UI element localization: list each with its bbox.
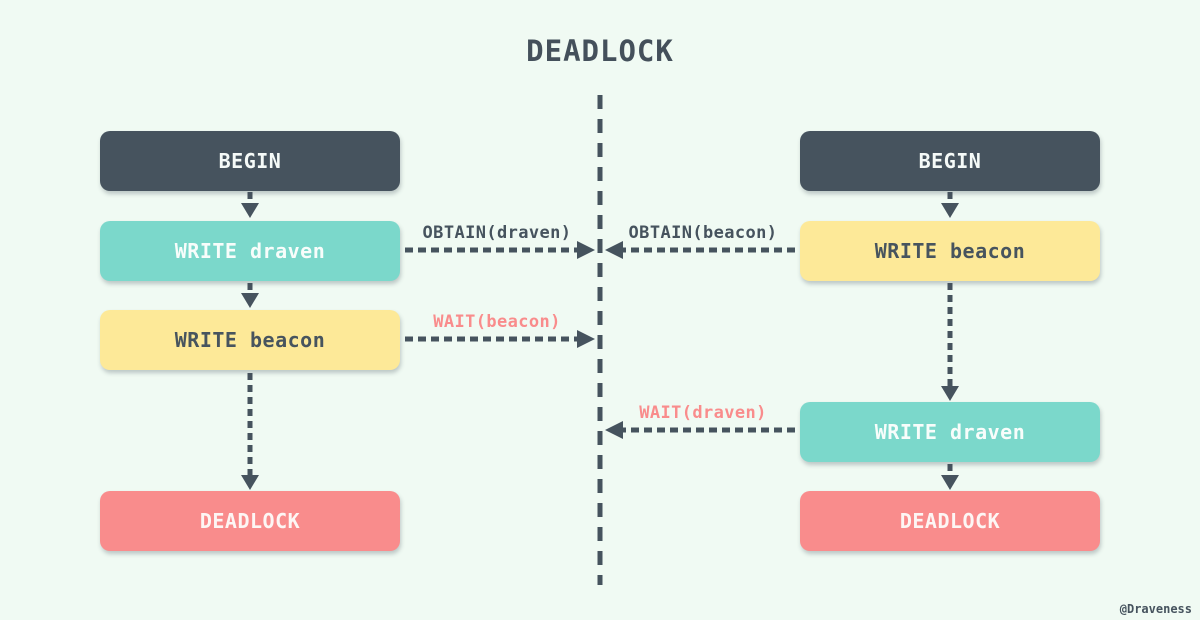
arrow-left-write-draven-to-write-beacon	[241, 283, 259, 308]
wait-beacon-label: WAIT(beacon)	[433, 312, 561, 332]
arrow-wait-draven	[605, 421, 795, 439]
page-title: DEADLOCK	[526, 34, 674, 68]
obtain-beacon-label: OBTAIN(beacon)	[628, 223, 778, 243]
arrow-wait-beacon	[405, 330, 595, 348]
watermark-credit: @Draveness	[1119, 602, 1192, 616]
obtain-draven-label: OBTAIN(draven)	[422, 223, 572, 243]
left-write-beacon-node: WRITE beacon	[100, 310, 400, 370]
arrow-obtain-beacon	[605, 241, 795, 259]
arrow-left-write-beacon-to-deadlock	[241, 373, 259, 490]
right-write-beacon-node: WRITE beacon	[800, 221, 1100, 281]
right-write-draven-node: WRITE draven	[800, 402, 1100, 462]
right-begin-node: BEGIN	[800, 131, 1100, 191]
right-deadlock-node: DEADLOCK	[800, 491, 1100, 551]
arrow-right-begin-to-write-beacon	[941, 192, 959, 218]
arrow-right-write-beacon-to-write-draven	[941, 283, 959, 401]
arrow-left-begin-to-write-draven	[241, 192, 259, 218]
arrow-obtain-draven	[405, 241, 595, 259]
wait-draven-label: WAIT(draven)	[639, 403, 767, 423]
arrow-right-write-draven-to-deadlock	[941, 464, 959, 490]
left-deadlock-node: DEADLOCK	[100, 491, 400, 551]
left-begin-node: BEGIN	[100, 131, 400, 191]
left-write-draven-node: WRITE draven	[100, 221, 400, 281]
